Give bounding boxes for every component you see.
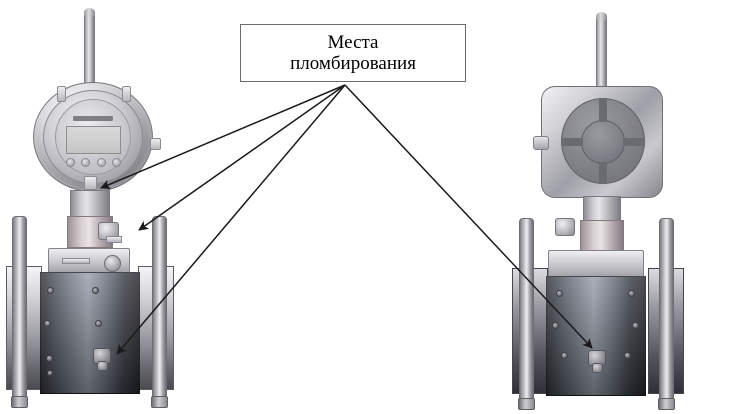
body-bolt-6: [47, 370, 53, 376]
housing-clamp-side: [150, 138, 161, 150]
arrow-to-left-neck-seal: [138, 84, 346, 231]
tie-rod-nut-right-rear: [658, 398, 675, 410]
callout-line-2: пломбирования: [290, 53, 416, 74]
arrow-to-left-body-seal: [116, 84, 346, 355]
body-mounting-bracket-rear: [548, 250, 644, 280]
body-bolt-5: [46, 355, 53, 362]
arrow-to-right-body-seal: [344, 84, 593, 349]
keypad[interactable]: [66, 158, 121, 168]
seal-wire-tag-body-rear: [592, 363, 603, 373]
body-bolt-rear-1: [556, 290, 563, 297]
body-bolt-1: [47, 287, 54, 294]
seal-wire-tag-body: [97, 361, 108, 371]
body-bolt-rear-3: [552, 322, 559, 329]
antenna-tip: [84, 8, 95, 17]
cover-rib-bottom: [599, 162, 607, 184]
bracket-port: [104, 255, 121, 272]
lcd-display: [66, 126, 121, 154]
body-bolt-rear-4: [632, 322, 639, 329]
callout-sealing-points: Места пломбирования: [240, 24, 466, 82]
housing-clamp-right: [122, 86, 131, 102]
arrow-to-left-head-base: [100, 84, 346, 190]
keypad-button-4[interactable]: [111, 158, 121, 167]
tie-rod-nut-right: [151, 396, 168, 408]
antenna-tip-rear: [596, 12, 607, 21]
body-bolt-rear-6: [624, 352, 631, 359]
tie-rod-nut-left-rear: [518, 398, 535, 410]
cover-rib-right: [623, 138, 645, 146]
transmitter-neck: [70, 190, 110, 218]
tie-rod-nut-left: [11, 396, 28, 408]
body-bolt-rear-5: [561, 352, 568, 359]
meter-body-shading: [40, 272, 140, 394]
body-bolt-2: [92, 287, 99, 294]
meter-body: [40, 272, 140, 394]
body-bolt-4: [95, 320, 102, 327]
bracket-nameplate: [62, 258, 90, 264]
seal-wire-tag-neck: [106, 236, 122, 243]
body-bolt-rear-2: [628, 290, 635, 297]
manufacturer-logo: [73, 116, 113, 121]
keypad-button-3[interactable]: [96, 158, 106, 167]
housing-clamp-left: [57, 86, 66, 102]
housing-clamp-bottom: [84, 176, 97, 190]
callout-line-1: Места: [327, 31, 379, 53]
cover-rib-top: [599, 98, 607, 122]
cover-locking-ear: [533, 136, 549, 150]
seal-point-neck-rear: [555, 218, 575, 236]
keypad-button-2[interactable]: [81, 158, 91, 167]
cover-rib-left: [561, 138, 583, 146]
body-bolt-3: [44, 320, 51, 327]
keypad-button-1[interactable]: [66, 158, 75, 167]
